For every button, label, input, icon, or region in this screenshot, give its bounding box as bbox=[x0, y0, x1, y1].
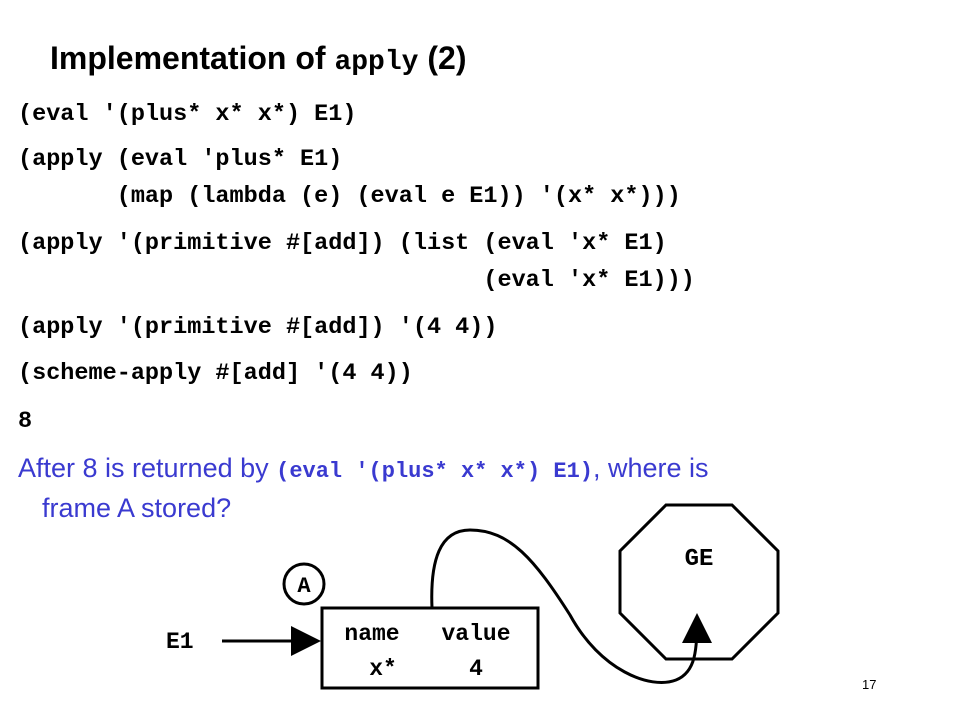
global-env-octagon: GE bbox=[618, 503, 780, 661]
code-line-6: (apply '(primitive #[add]) '(4 4)) bbox=[18, 314, 498, 341]
question-code: (eval '(plus* x* x*) E1) bbox=[276, 459, 593, 484]
slide-title: Implementation of apply (2) bbox=[50, 40, 466, 78]
code-line-5: (eval 'x* E1))) bbox=[18, 267, 695, 294]
question-before: After 8 is returned by bbox=[18, 453, 277, 483]
title-prefix: Implementation of bbox=[50, 40, 335, 76]
title-suffix: (2) bbox=[418, 40, 467, 76]
env-pointer-label: E1 bbox=[166, 629, 194, 655]
question-line-1: After 8 is returned by (eval '(plus* x* … bbox=[18, 450, 948, 490]
code-line-8: 8 bbox=[18, 408, 33, 435]
slide-number: 17 bbox=[862, 677, 877, 692]
code-line-2: (apply (eval 'plus* E1) bbox=[18, 146, 343, 173]
question-after: , where is bbox=[592, 453, 709, 483]
frame-table: name value x* 4 bbox=[320, 606, 540, 690]
frame-binding-value: 4 bbox=[469, 656, 483, 682]
frame-label-circle: A bbox=[282, 562, 326, 606]
question-line-2: frame A stored? bbox=[42, 493, 232, 523]
frame-label: A bbox=[297, 574, 311, 599]
title-code: apply bbox=[334, 47, 419, 78]
frame-binding-name: x* bbox=[369, 656, 397, 682]
code-line-4: (apply '(primitive #[add]) (list (eval '… bbox=[18, 230, 667, 257]
frame-header-value: value bbox=[441, 621, 510, 647]
code-line-1: (eval '(plus* x* x*) E1) bbox=[18, 101, 357, 128]
global-env-label: GE bbox=[685, 546, 714, 573]
code-line-3: (map (lambda (e) (eval e E1)) '(x* x*))) bbox=[18, 183, 681, 210]
enclosing-env-arrow bbox=[430, 528, 712, 684]
code-line-7: (scheme-apply #[add] '(4 4)) bbox=[18, 360, 413, 387]
frame-header-name: name bbox=[344, 621, 399, 647]
question-text: After 8 is returned by (eval '(plus* x* … bbox=[18, 450, 948, 526]
